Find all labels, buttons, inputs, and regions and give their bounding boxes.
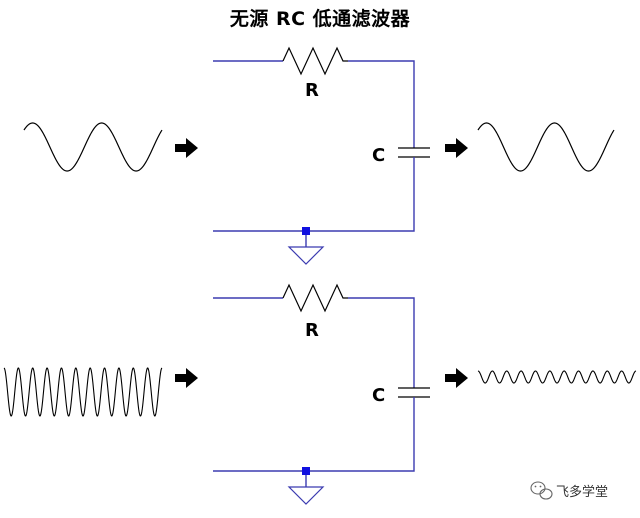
wechat-icon bbox=[530, 481, 553, 500]
circuit-1-resistor bbox=[282, 46, 348, 76]
circuit-2-resistor-label: R bbox=[305, 320, 319, 341]
circuit-1-top-wire bbox=[213, 60, 415, 148]
circuit-1: R C bbox=[23, 46, 615, 265]
circuit-1-output-arrow bbox=[445, 138, 468, 158]
circuit-1-bottom-wire bbox=[213, 157, 415, 247]
circuit-2-ground-node bbox=[302, 467, 310, 475]
circuit-1-input-wave bbox=[23, 122, 163, 172]
circuit-1-capacitor-label: C bbox=[372, 145, 385, 166]
circuit-2-input-wave bbox=[3, 367, 163, 417]
circuit-2-output-arrow bbox=[445, 368, 468, 388]
circuit-2-top-wire bbox=[213, 297, 415, 388]
watermark-text: 飞多学堂 bbox=[556, 484, 608, 500]
circuit-2: R C bbox=[3, 283, 637, 505]
circuit-2-input-arrow bbox=[175, 368, 198, 388]
circuit-1-output-wave bbox=[477, 122, 615, 172]
circuit-2-ground-icon bbox=[287, 486, 325, 505]
circuit-1-ground-icon bbox=[287, 246, 325, 265]
circuit-2-bottom-wire bbox=[213, 397, 415, 487]
circuit-1-ground-node bbox=[302, 227, 310, 235]
circuit-2-capacitor-label: C bbox=[372, 385, 385, 406]
circuit-1-input-arrow bbox=[175, 138, 198, 158]
circuit-2-output-wave bbox=[477, 370, 637, 384]
circuit-2-resistor bbox=[282, 283, 348, 313]
page-title: 无源 RC 低通滤波器 bbox=[229, 8, 411, 30]
circuit-1-resistor-label: R bbox=[305, 80, 319, 101]
watermark: 飞多学堂 bbox=[530, 481, 608, 500]
